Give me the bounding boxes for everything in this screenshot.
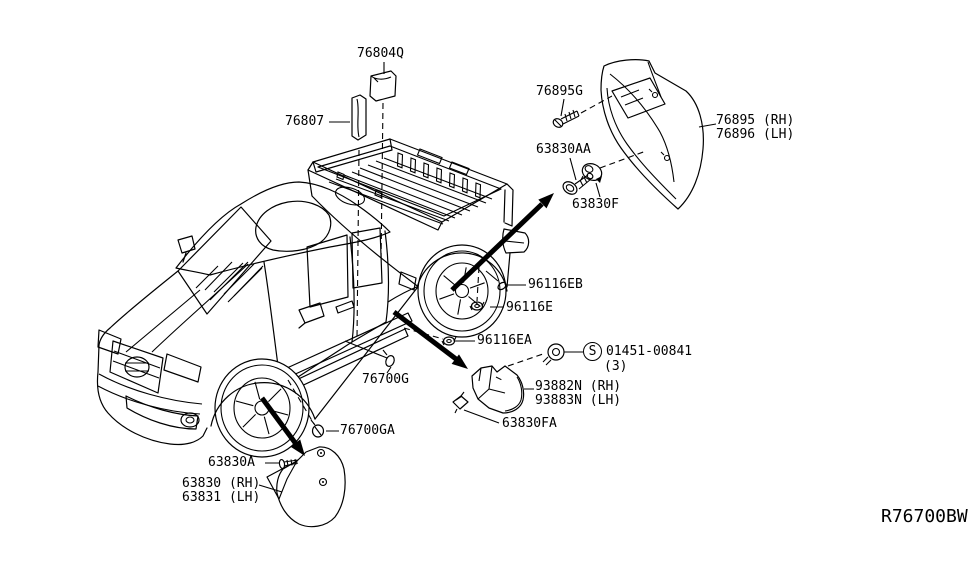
spring-nut-icon-96116e [470, 302, 484, 310]
clip-icon-76700ga [311, 420, 324, 437]
spring-nut-icon-96116ea [442, 337, 456, 345]
rear-splash-guard-drawing [472, 366, 524, 413]
part-label-63830-rh[interactable]: 63830 (RH) [182, 476, 261, 491]
part-label-96116eb[interactable]: 96116EB [528, 277, 583, 292]
standard-part-symbol: S [583, 342, 602, 361]
drawing-reference-code: R76700BW [881, 506, 968, 527]
push-pin-icon-63830aa [561, 172, 594, 197]
bolt-icon-01451 [543, 344, 564, 365]
rear-mud-guard-drawing [601, 60, 703, 209]
pointer-arrows [262, 193, 554, 456]
part-label-76700g[interactable]: 76700G [362, 372, 409, 387]
front-mud-guard-drawing [267, 447, 345, 527]
screw-icon-63830a [279, 459, 298, 469]
part-label-96116ea[interactable]: 96116EA [477, 333, 532, 348]
clip-icon-76700g [383, 350, 396, 368]
part-label-76700ga[interactable]: 76700GA [340, 423, 395, 438]
part-qty-01451: (3) [604, 359, 628, 374]
rivet-clip-icon-63830fa [453, 392, 468, 413]
moulding-76807-drawing [352, 95, 366, 140]
part-label-63830a[interactable]: 63830A [208, 455, 255, 470]
part-label-63830f[interactable]: 63830F [572, 197, 619, 212]
part-label-76895g[interactable]: 76895G [536, 84, 583, 99]
part-label-76804q[interactable]: 76804Q [357, 46, 404, 61]
grommet-icon-63830f [580, 161, 605, 183]
screw-icon-76895g [552, 110, 579, 129]
clip-icon-96116eb [497, 281, 508, 291]
part-label-63830fa[interactable]: 63830FA [502, 416, 557, 431]
part-label-63831-lh[interactable]: 63831 (LH) [182, 490, 261, 505]
part-label-93882n-rh[interactable]: 93882N (RH) [535, 379, 622, 394]
rear-wheel-icon [417, 245, 507, 337]
part-label-96116e[interactable]: 96116E [506, 300, 553, 315]
part-label-63830aa[interactable]: 63830AA [536, 142, 591, 157]
part-label-93883n-lh[interactable]: 93883N (LH) [535, 393, 622, 408]
part-label-76896-lh[interactable]: 76896 (LH) [716, 127, 795, 142]
protector-76804q-drawing [370, 71, 396, 101]
part-label-76895-rh[interactable]: 76895 (RH) [716, 113, 795, 128]
part-label-76807[interactable]: 76807 [285, 114, 325, 129]
truck-cab-line-art [97, 182, 417, 445]
part-label-01451-00841[interactable]: 01451-00841 [606, 344, 693, 359]
